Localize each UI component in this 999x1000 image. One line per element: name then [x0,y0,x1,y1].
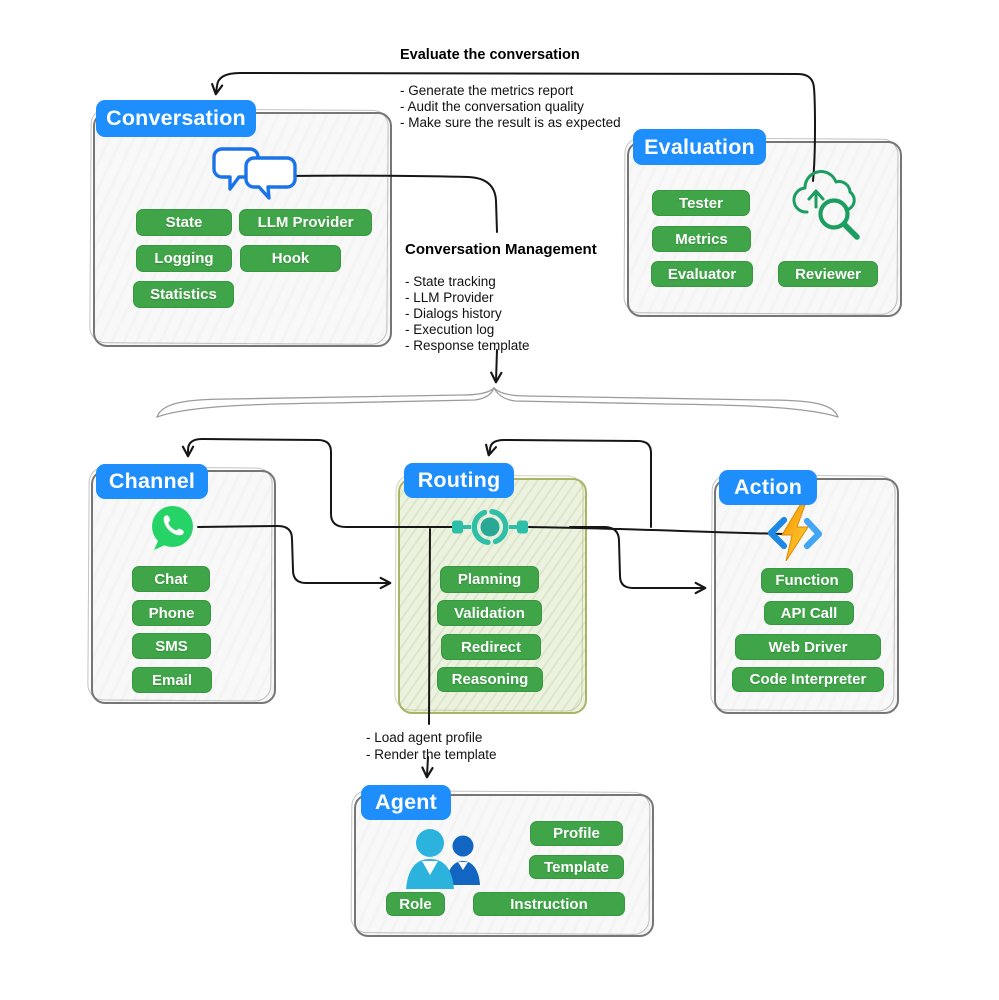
wire-routing-to-action-box [569,526,707,595]
conversation-header: Conversation [96,100,256,137]
pill-hook: Hook [240,245,341,272]
pill-planning: Planning [440,566,539,593]
pill-chat: Chat [132,566,210,592]
chat-bubbles-icon [212,147,297,200]
people-icon [406,829,480,889]
pill-phone: Phone [132,600,211,626]
note-line: - State tracking [405,274,496,289]
note-line: - Audit the conversation quality [400,99,584,114]
wire-conversation-to-management [288,174,498,233]
note-line: - Execution log [405,322,495,337]
wire-channel-to-routing [197,525,392,590]
wire-routing-to-agent-upper [428,528,431,725]
note-line: - Dialogs history [405,306,502,321]
routing-header: Routing [404,463,514,498]
wire-evaluation-to-conversation [211,72,816,182]
note-line: - LLM Provider [405,290,494,305]
management-note-title: Conversation Management [405,241,597,258]
whatsapp-icon [152,506,193,550]
code-lightning-icon [767,505,823,561]
channel-header: Channel [96,464,208,499]
pill-role: Role [386,892,445,916]
pill-metrics: Metrics [652,226,751,252]
pill-evaluator: Evaluator [651,261,753,287]
pill-function: Function [761,568,853,593]
wire-bracket-left [181,438,453,528]
note-line: - Response template [405,338,530,353]
pill-template: Template [529,855,624,879]
pill-code-interpreter: Code Interpreter [732,667,884,692]
cloud-search-icon [792,170,860,240]
agent-header: Agent [361,785,451,820]
evaluate-note-title: Evaluate the conversation [400,47,580,63]
pill-redirect: Redirect [441,634,541,660]
pill-logging: Logging [136,245,232,272]
wire-bracket-right [484,439,652,528]
note-line: - Load agent profile [366,730,483,745]
pill-instruction: Instruction [473,892,625,916]
pill-validation: Validation [437,600,542,626]
wire-routing-to-agent-lower [421,756,434,779]
pill-profile: Profile [530,821,623,846]
evaluation-header: Evaluation [633,129,766,165]
pill-email: Email [132,667,212,693]
note-line: - Generate the metrics report [400,83,574,98]
wire-routing-to-action-icon [528,526,785,535]
pill-api-call: API Call [764,601,854,625]
pill-state: State [136,209,232,236]
pill-reasoning: Reasoning [437,667,543,692]
pill-reviewer: Reviewer [778,261,878,287]
pill-llm-provider: LLM Provider [239,209,372,236]
pill-statistics: Statistics [133,281,234,308]
pill-sms: SMS [132,633,211,659]
note-line: - Make sure the result is as expected [400,115,621,130]
action-header: Action [719,470,817,505]
wire-management-to-brace [490,349,503,384]
distribution-brace [156,387,839,418]
pill-tester: Tester [652,190,750,216]
agent-note-lines: - Load agent profile - Render the templa… [366,729,497,763]
pill-web-driver: Web Driver [735,634,881,660]
note-line: - Render the template [366,747,497,762]
evaluate-note-lines: - Generate the metrics report - Audit th… [400,83,621,131]
management-note-lines: - State tracking - LLM Provider - Dialog… [405,274,530,354]
routing-hub-icon [452,509,528,545]
